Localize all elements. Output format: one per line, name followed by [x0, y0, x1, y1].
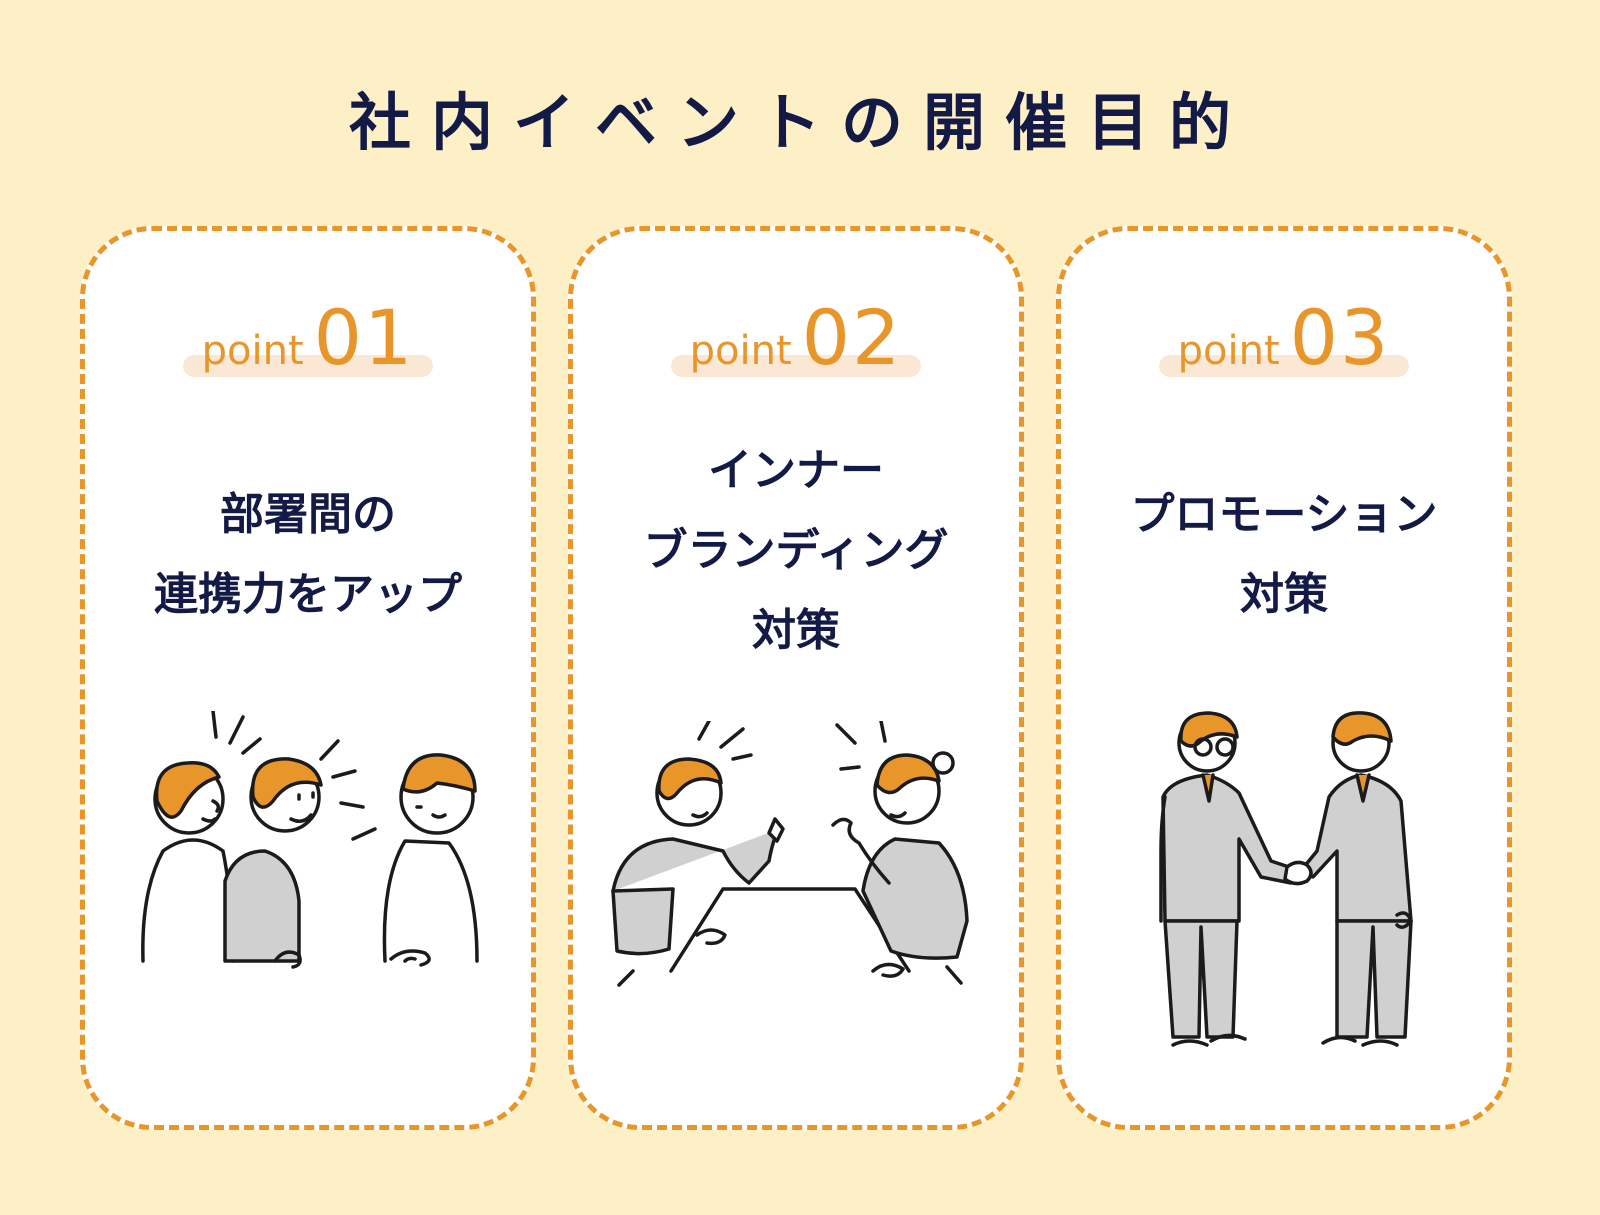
three-people-chatting-illustration: [85, 709, 531, 1041]
point-heading: 部署間の 連携力をアップ: [85, 475, 531, 635]
point-number: 02: [801, 293, 903, 382]
page-title: 社内イベントの開催目的: [348, 86, 1251, 159]
point-word: point: [201, 328, 304, 374]
brush-highlight: [1159, 355, 1409, 377]
heading-line: ブランディング: [643, 525, 949, 576]
brush-highlight: [671, 355, 921, 377]
heading-line: インナー: [708, 445, 884, 496]
meeting-at-table-illustration: [573, 719, 1019, 1041]
heading-line: 連携力をアップ: [154, 569, 462, 620]
point-number: 01: [313, 293, 415, 382]
brush-highlight: [183, 355, 433, 377]
point-word: point: [1177, 328, 1280, 374]
point-number: 03: [1289, 293, 1391, 382]
heading-line: 対策: [1240, 569, 1328, 620]
point-heading: インナー ブランディング 対策: [573, 431, 1019, 671]
handshake-illustration: [1061, 701, 1507, 1081]
heading-line: 対策: [752, 605, 840, 656]
heading-line: プロモーション: [1130, 489, 1438, 540]
heading-line: 部署間の: [220, 489, 396, 540]
point-heading: プロモーション 対策: [1061, 475, 1507, 635]
point-word: point: [689, 328, 792, 374]
